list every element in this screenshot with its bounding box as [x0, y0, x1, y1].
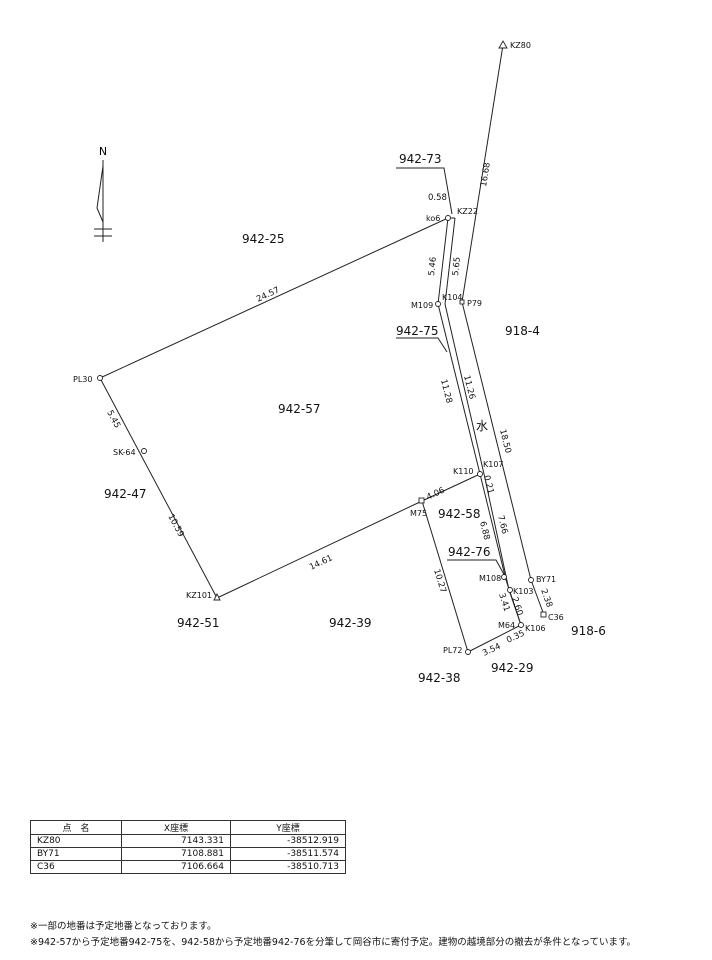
footnote: ※942-57から予定地番942-75を、942-58から予定地番942-76を… — [30, 937, 637, 948]
distance-label: 3.41 — [496, 592, 511, 613]
y-coordinate-cell: -38510.713 — [230, 860, 346, 874]
boundary-lines — [99, 44, 545, 653]
distance-label: 4.06 — [425, 486, 446, 503]
point-label: ko6 — [426, 214, 440, 223]
distance-label: 11.26 — [461, 374, 477, 400]
circle-marker-icon — [97, 375, 103, 381]
distance-label: 6.88 — [477, 520, 491, 541]
triangle-marker-icon — [213, 592, 221, 601]
distance-label: 5.65 — [451, 256, 463, 276]
circle-marker-icon — [507, 587, 513, 593]
distance-labels: 16.68 0.58 5.46 5.65 24.57 11.28 11.26 1… — [104, 162, 554, 659]
square-marker-icon — [459, 299, 465, 305]
point-label: M75 — [410, 509, 427, 518]
x-coordinate-cell: 7108.881 — [121, 847, 231, 861]
parcel-942-39: 942-39 — [329, 616, 372, 630]
parcel-942-75: 942-75 — [396, 324, 439, 338]
north-arrow-icon: N — [94, 145, 112, 242]
parcel-942-58: 942-58 — [438, 507, 481, 521]
parcel-942-47: 942-47 — [104, 487, 147, 501]
circle-marker-icon — [501, 574, 507, 580]
circle-marker-icon — [465, 649, 471, 655]
point-label: BY71 — [536, 575, 556, 584]
table-header-row: 点 名 X座標 Y座標 — [30, 820, 346, 835]
column-header: 点 名 — [30, 820, 122, 835]
parcel-942-51: 942-51 — [177, 616, 220, 630]
point-name-cell: C36 — [30, 860, 122, 874]
parcel-942-29: 942-29 — [491, 661, 534, 675]
point-name-cell: KZ80 — [30, 834, 122, 848]
distance-label: 24.57 — [255, 285, 281, 304]
distance-label: 11.28 — [438, 378, 454, 404]
parcel-918-6: 918-6 — [571, 624, 606, 638]
y-coordinate-cell: -38511.574 — [230, 847, 346, 861]
square-marker-icon — [540, 611, 547, 618]
distance-label: 14.61 — [308, 553, 334, 572]
parcel-942-57: 942-57 — [278, 402, 321, 416]
point-markers — [97, 40, 547, 655]
parcel-942-73: 942-73 — [399, 152, 442, 166]
point-label: K110 — [453, 467, 474, 476]
point-label: M64 — [498, 621, 515, 630]
triangle-marker-icon — [498, 40, 508, 49]
point-label: PL72 — [443, 646, 462, 655]
square-marker-icon — [418, 497, 425, 504]
x-coordinate-cell: 7106.664 — [121, 860, 231, 874]
point-label: M108 — [479, 574, 501, 583]
north-label: N — [99, 145, 107, 158]
distance-label: 5.46 — [427, 256, 439, 276]
table-row: KZ80 7143.331 -38512.919 — [30, 834, 346, 848]
distance-label: 7.66 — [495, 514, 509, 535]
parcel-942-25: 942-25 — [242, 232, 285, 246]
point-label: KZ80 — [510, 41, 531, 50]
x-coordinate-cell: 7143.331 — [121, 834, 231, 848]
survey-map: N — [73, 40, 606, 685]
distance-label: 2.60 — [509, 596, 524, 617]
circle-marker-icon — [518, 622, 524, 628]
point-label: K107 — [483, 460, 504, 469]
circle-marker-icon — [141, 448, 147, 454]
point-label: PL30 — [73, 375, 92, 384]
parcel-942-76: 942-76 — [448, 545, 491, 559]
distance-label: 10.27 — [431, 568, 448, 594]
distance-label: 0.21 — [481, 474, 495, 495]
table-row: BY71 7108.881 -38511.574 — [30, 847, 346, 861]
point-label: KZ101 — [186, 591, 212, 600]
point-label: M109 — [411, 301, 433, 310]
point-label: KZ22 — [457, 207, 478, 216]
footnote: ※一部の地番は予定地番となっております。 — [30, 921, 217, 932]
coordinate-table: 点 名 X座標 Y座標 KZ80 7143.331 -38512.919 BY7… — [30, 820, 346, 874]
point-label: K104 — [442, 293, 463, 302]
circle-marker-icon — [445, 215, 451, 221]
y-coordinate-cell: -38512.919 — [230, 834, 346, 848]
point-label: P79 — [467, 299, 482, 308]
point-labels: KZ80 KZ22 ko6 M109 K104 P79 PL30 SK-64 K… — [73, 41, 564, 655]
parcel-918-4: 918-4 — [505, 324, 540, 338]
distance-label: 0.58 — [428, 193, 447, 203]
point-label: SK-64 — [113, 448, 136, 457]
parcel-942-38: 942-38 — [418, 671, 461, 685]
point-label: C36 — [548, 613, 564, 622]
callout-leaders — [396, 167, 507, 579]
column-header: X座標 — [121, 820, 231, 835]
distance-label: 10.59 — [165, 513, 185, 539]
point-label: K106 — [525, 624, 546, 633]
point-label: K103 — [513, 587, 534, 596]
point-name-cell: BY71 — [30, 847, 122, 861]
table-row: C36 7106.664 -38510.713 — [30, 860, 346, 874]
distance-label: 5.45 — [104, 409, 122, 430]
circle-marker-icon — [528, 577, 534, 583]
water-label: 水 — [476, 419, 488, 433]
column-header: Y座標 — [230, 820, 346, 835]
parcel-labels: 942-25 942-73 942-75 918-4 942-57 942-47… — [104, 152, 606, 685]
distance-label: 16.68 — [479, 162, 493, 188]
circle-marker-icon — [477, 471, 483, 477]
circle-marker-icon — [435, 301, 441, 307]
distance-label: 18.50 — [497, 428, 513, 454]
